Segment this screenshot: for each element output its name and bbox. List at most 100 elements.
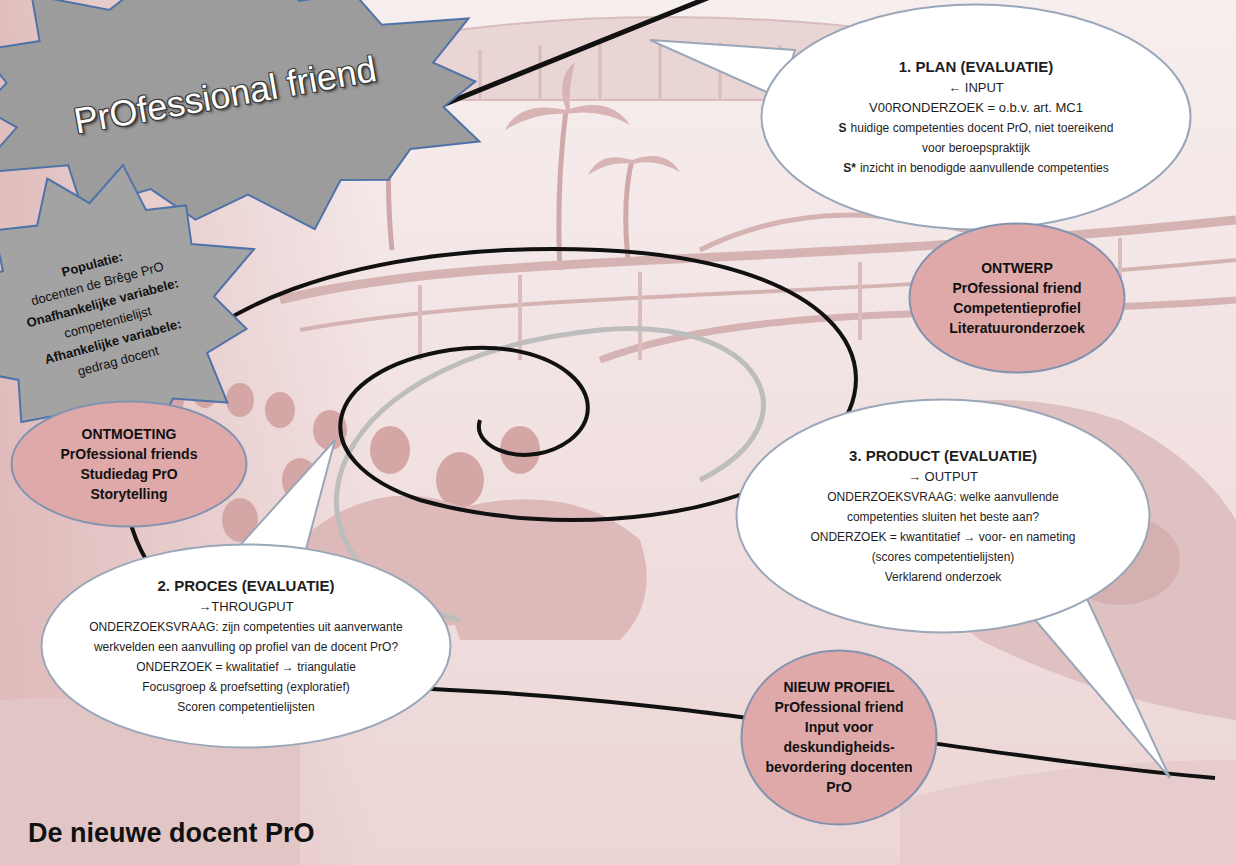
- ellipse-outline: [12, 402, 247, 527]
- bubble-text: → OUTPUT: [908, 469, 978, 484]
- illustration-part: [659, 40, 662, 100]
- ellipse-text: PrOfessional friend: [774, 699, 903, 715]
- text-line: Verklarend onderzoek: [793, 566, 1093, 586]
- ellipse-heading: NIEUW PROFIEL: [783, 679, 894, 695]
- ellipse-node: NIEUW PROFIEL PrOfessional friendInput vo…: [740, 649, 938, 826]
- ellipse-outline: [762, 5, 1191, 230]
- text-line: ONDERZOEKSVRAAG: welke aanvullende compe…: [793, 486, 1093, 526]
- text-line: Focusgroep & proefsetting (exploratief): [89, 676, 404, 696]
- ellipse-outline: [42, 545, 451, 748]
- illustration-part: [599, 42, 602, 100]
- bubble-text: ONDERZOEKSVRAAG: welke aanvullende compe…: [827, 490, 1058, 524]
- ellipse-text: PrOfessional friend: [952, 280, 1081, 296]
- ellipse-text: Literatuuronderzoek: [949, 320, 1084, 336]
- text-line: ← INPUT: [826, 77, 1126, 97]
- text-line: Competentieprofiel: [932, 298, 1102, 318]
- bubble-text: Scoren competentielijsten: [177, 700, 314, 714]
- text-line: PrOfessional friend: [764, 697, 914, 717]
- node-content: 1. PLAN (EVALUATIE) ← INPUT V00RONDERZOEK …: [826, 57, 1126, 177]
- ellipse-text: Input voor deskundigheids-bevordering do…: [765, 719, 912, 795]
- text-line: ONDERZOEK = kwalitatief → triangulatie: [89, 656, 404, 676]
- illustration-part: [505, 108, 566, 131]
- ellipse-node: 3. PRODUCT (EVALUATIE) → OUTPUT ONDERZOEKS…: [735, 398, 1151, 634]
- bubble-text: V00RONDERZOEK = o.b.v. art. MC1: [869, 100, 1083, 115]
- ellipse-node: ONTWERP PrOfessional friendCompetentiepro…: [908, 222, 1126, 374]
- illustration-part: [566, 105, 630, 125]
- bubble-text: S: [839, 121, 847, 135]
- illustration-part: [559, 110, 566, 270]
- illustration-part: [500, 426, 540, 474]
- illustration-part: [265, 392, 295, 428]
- ellipse-outline: [742, 650, 937, 824]
- node-content: ONTMOETING PrOfessional friendsStudiedag …: [37, 424, 222, 504]
- illustration-part: [858, 262, 862, 340]
- node-content: 3. PRODUCT (EVALUATIE) → OUTPUT ONDERZOEKS…: [793, 446, 1093, 586]
- illustration-part: [436, 452, 484, 508]
- text-line: Input voor deskundigheids-bevordering do…: [764, 717, 914, 797]
- bubble-text: ← INPUT: [948, 80, 1004, 95]
- text-line: ONTWERP: [932, 258, 1102, 278]
- illustration-part: [539, 45, 542, 100]
- text-line: ONDERZOEKSVRAAG: zijn competenties uit a…: [89, 616, 404, 656]
- text-line: 3. PRODUCT (EVALUATIE): [793, 446, 1093, 466]
- ellipse-node: 2. PROCES (EVALUATIE) →THROUGPUT ONDERZOEK…: [40, 543, 452, 749]
- bubble-text: ONDERZOEK = kwantitatief → voor- en name…: [810, 530, 1075, 564]
- illustration-part: [626, 160, 632, 260]
- illustration-part: [370, 426, 410, 474]
- text-line: 2. PROCES (EVALUATIE): [89, 576, 404, 596]
- bubble-text: ONDERZOEK = kwalitatief → triangulatie: [136, 660, 356, 674]
- bubble-text: →THROUGPUT: [198, 599, 293, 614]
- ellipse-node: ONTMOETING PrOfessional friendsStudiedag …: [10, 400, 248, 528]
- illustration-part: [518, 275, 522, 360]
- text-line: NIEUW PROFIEL: [764, 677, 914, 697]
- ellipse-heading: ONTMOETING: [82, 426, 177, 442]
- text-line: S* inzicht in benodigde aanvullende compe…: [826, 157, 1126, 177]
- ellipse-outline: [910, 224, 1125, 373]
- bubble-heading: 3. PRODUCT (EVALUATIE): [849, 447, 1037, 464]
- ellipse-text: Studiedag PrO: [80, 466, 177, 482]
- text-line: PrOfessional friend: [932, 278, 1102, 298]
- text-line: →THROUGPUT: [89, 596, 404, 616]
- illustration-part: [562, 62, 575, 112]
- illustration-part: [588, 157, 632, 175]
- bubble-heading: 2. PROCES (EVALUATIE): [158, 577, 335, 594]
- node-content: NIEUW PROFIEL PrOfessional friendInput vo…: [764, 677, 914, 797]
- bubble-text: huidige competenties docent PrO, niet to…: [851, 121, 1114, 155]
- text-line: Studiedag PrO: [37, 464, 222, 484]
- node-content: ONTWERP PrOfessional friendCompetentiepro…: [932, 258, 1102, 338]
- diagram-title: De nieuwe docent PrO: [28, 818, 315, 849]
- illustration-part: [418, 285, 422, 360]
- ellipse-shape: [908, 222, 1126, 374]
- text-line: → OUTPUT: [793, 466, 1093, 486]
- text-line: Literatuuronderzoek: [932, 318, 1102, 338]
- bubble-text: ONDERZOEKSVRAAG: zijn competenties uit a…: [89, 620, 402, 654]
- text-line: 1. PLAN (EVALUATIE): [826, 57, 1126, 77]
- illustration-part: [632, 156, 680, 172]
- ellipse-outline: [737, 400, 1150, 633]
- text-line: Storytelling: [37, 484, 222, 504]
- bubble-heading: 1. PLAN (EVALUATIE): [899, 58, 1053, 75]
- text-line: ONTMOETING: [37, 424, 222, 444]
- ellipse-node: 1. PLAN (EVALUATIE) ← INPUT V00RONDERZOEK …: [760, 3, 1192, 231]
- text-line: PrOfessional friends: [37, 444, 222, 464]
- ellipse-shape: [10, 400, 248, 528]
- bubble-text: inzicht in benodigde aanvullende compete…: [860, 161, 1109, 175]
- illustration-part: [226, 383, 254, 417]
- text-line: V00RONDERZOEK = o.b.v. art. MC1: [826, 97, 1126, 117]
- node-content: 2. PROCES (EVALUATIE) →THROUGPUT ONDERZOEK…: [89, 576, 404, 716]
- ellipse-shape: [740, 649, 938, 826]
- bubble-text: S*: [843, 161, 856, 175]
- text-line: Shuidige competenties docent PrO, niet t…: [826, 117, 1126, 157]
- ellipse-text: PrOfessional friends: [61, 446, 198, 462]
- bubble-text: Verklarend onderzoek: [885, 570, 1002, 584]
- illustration-part: [638, 272, 642, 360]
- ellipse-text: Storytelling: [90, 486, 167, 502]
- bubble-text: Focusgroep & proefsetting (exploratief): [142, 680, 349, 694]
- ellipse-text: Competentieprofiel: [953, 300, 1081, 316]
- ellipse-shape: [760, 3, 1192, 231]
- text-line: ONDERZOEK = kwantitatief → voor- en name…: [793, 526, 1093, 566]
- illustration-part: [336, 329, 763, 620]
- text-line: Scoren competentielijsten: [89, 696, 404, 716]
- ellipse-heading: ONTWERP: [981, 260, 1053, 276]
